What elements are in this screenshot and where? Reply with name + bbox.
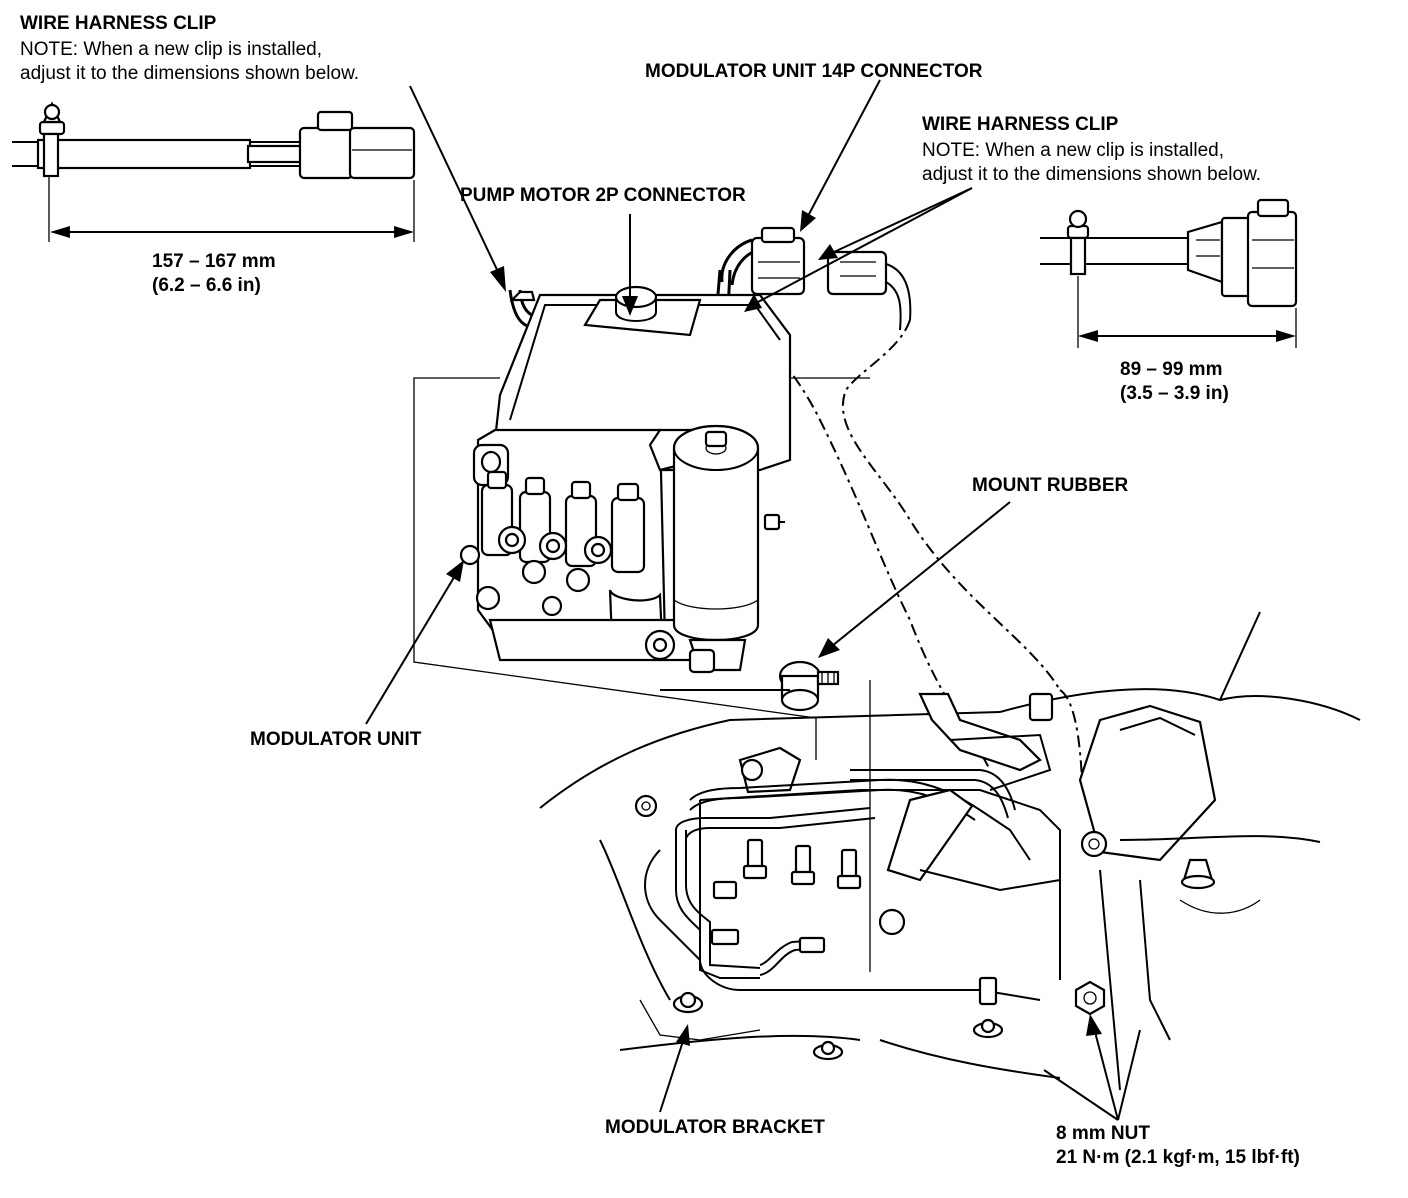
nut-icon (1074, 980, 1106, 1016)
clip-icon (1066, 209, 1090, 276)
mount-rubber-label: MOUNT RUBBER (972, 475, 1129, 496)
stud-icon (972, 1018, 1004, 1039)
modulator-bracket-label: MODULATOR BRACKET (605, 1117, 825, 1138)
right-wire-clip-note-line2: adjust it to the dimensions shown below. (922, 164, 1262, 185)
right-wire-clip-title: WIRE HARNESS CLIP (922, 114, 1119, 135)
right-clip-inset (1040, 198, 1298, 348)
stud-icon (672, 991, 704, 1014)
nut-size-label: 8 mm NUT (1056, 1123, 1150, 1144)
brake-line-ports (459, 525, 613, 617)
right-wire-clip-note-line1: NOTE: When a new clip is installed, (922, 140, 1225, 161)
right-dimension-in: (3.5 – 3.9 in) (1120, 383, 1229, 404)
left-wire-clip-title: WIRE HARNESS CLIP (20, 13, 217, 34)
stud-icon (1180, 858, 1216, 890)
brake-line-fittings (710, 838, 862, 954)
left-dimension-in: (6.2 – 6.6 in) (152, 275, 261, 296)
modulator-14p-connector-label: MODULATOR UNIT 14P CONNECTOR (645, 61, 983, 82)
right-dimension-mm: 89 – 99 mm (1120, 359, 1223, 380)
bolt-icon (634, 794, 658, 818)
left-wire-clip-note-line2: adjust it to the dimensions shown below. (20, 63, 360, 84)
leader-lines (365, 79, 1141, 1121)
clip-icon (38, 101, 66, 178)
mount-rubber-drawing (778, 660, 840, 712)
modulator-14p-connector-icon (750, 226, 806, 296)
left-clip-inset (12, 101, 416, 242)
bolt-icon (1080, 830, 1108, 858)
vehicle-body-and-bracket (539, 611, 1361, 1091)
left-dimension-mm: 157 – 167 mm (152, 251, 276, 272)
stud-icon (812, 1040, 844, 1061)
nut-torque-label: 21 N·m (2.1 kgf·m, 15 lbf·ft) (1056, 1147, 1300, 1168)
modulator-unit-drawing (459, 285, 792, 674)
left-wire-clip-note-line1: NOTE: When a new clip is installed, (20, 39, 323, 60)
pump-motor-2p-connector-label: PUMP MOTOR 2P CONNECTOR (460, 185, 746, 206)
modulator-unit-label: MODULATOR UNIT (250, 729, 422, 750)
harness-side-connector-icon (826, 250, 912, 331)
